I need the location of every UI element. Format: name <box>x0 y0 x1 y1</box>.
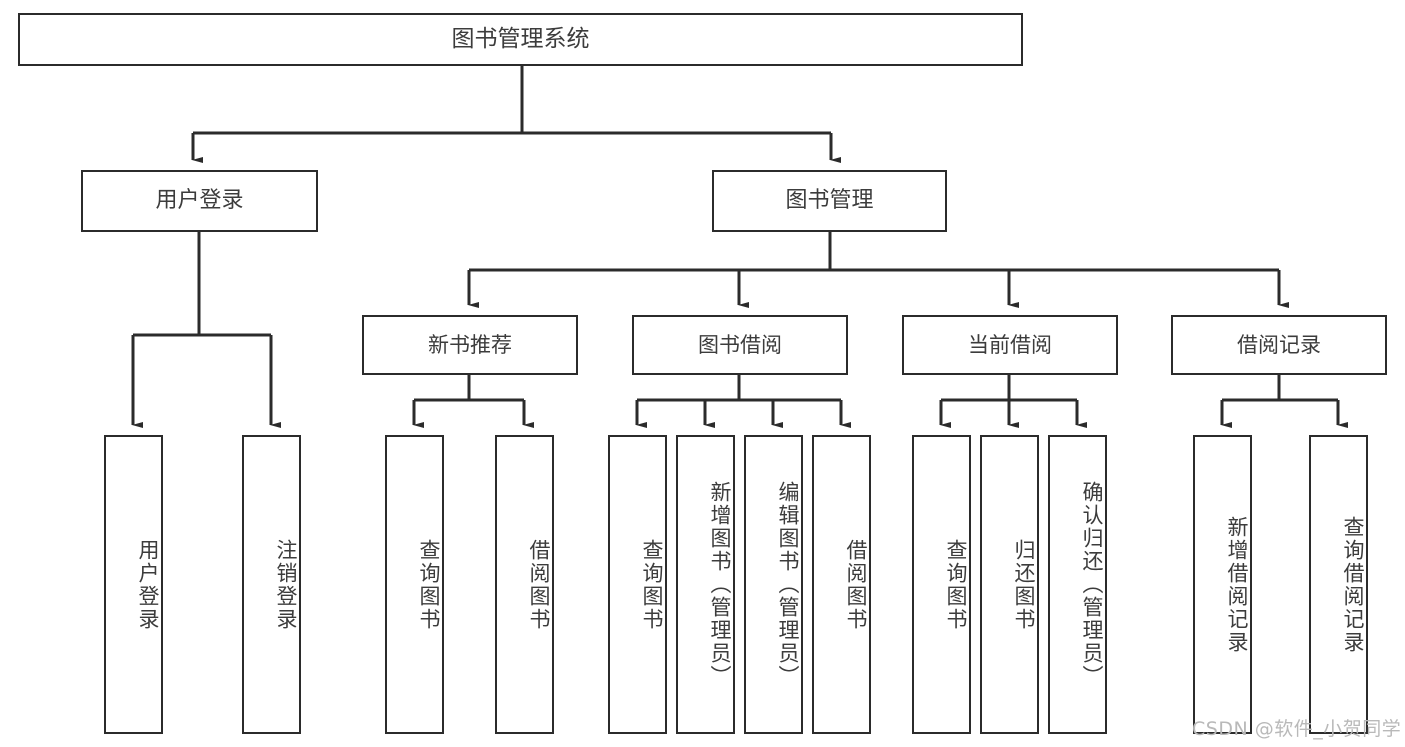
node-label: 图书借阅 <box>698 332 782 357</box>
node-label: 新书推荐 <box>428 332 512 357</box>
leaf-query-book-new-rec[interactable]: 查询图书 <box>385 435 444 734</box>
node-user-login[interactable]: 用户登录 <box>81 170 318 232</box>
node-label: 借阅图书 <box>527 538 551 631</box>
leaf-confirm-return-admin[interactable]: 确认归还（管理员） <box>1048 435 1107 734</box>
csdn-watermark: CSDN @软件_小贺同学 <box>1192 714 1401 741</box>
node-label: 查询图书 <box>417 538 441 631</box>
leaf-user-login[interactable]: 用户登录 <box>104 435 163 734</box>
node-book-borrow[interactable]: 图书借阅 <box>632 315 848 375</box>
node-current-borrow[interactable]: 当前借阅 <box>902 315 1118 375</box>
node-label: 借阅记录 <box>1237 332 1321 357</box>
node-label: 确认归还（管理员） <box>1080 481 1104 688</box>
node-label: 图书管理 <box>785 187 874 213</box>
leaf-borrow-book-new-rec[interactable]: 借阅图书 <box>495 435 554 734</box>
node-label: 当前借阅 <box>968 332 1052 357</box>
leaf-query-borrow-record[interactable]: 查询借阅记录 <box>1309 435 1368 734</box>
node-root-book-management-system[interactable]: 图书管理系统 <box>18 13 1023 66</box>
leaf-add-borrow-record[interactable]: 新增借阅记录 <box>1193 435 1252 734</box>
node-book-management[interactable]: 图书管理 <box>712 170 947 232</box>
leaf-return-book[interactable]: 归还图书 <box>980 435 1039 734</box>
node-label: 图书管理系统 <box>451 25 590 52</box>
leaf-edit-book-admin[interactable]: 编辑图书（管理员） <box>744 435 803 734</box>
node-label: 注销登录 <box>274 538 298 631</box>
leaf-logout[interactable]: 注销登录 <box>242 435 301 734</box>
node-label: 查询图书 <box>640 538 664 631</box>
node-label: 归还图书 <box>1012 538 1036 631</box>
node-label: 用户登录 <box>155 187 244 213</box>
node-label: 新增图书（管理员） <box>708 481 732 688</box>
leaf-query-book-borrow[interactable]: 查询图书 <box>608 435 667 734</box>
node-new-book-recommendation[interactable]: 新书推荐 <box>362 315 578 375</box>
node-label: 查询借阅记录 <box>1341 515 1365 654</box>
node-label: 查询图书 <box>944 538 968 631</box>
leaf-borrow-book-borrow[interactable]: 借阅图书 <box>812 435 871 734</box>
watermark-label: CSDN @软件_小贺同学 <box>1192 718 1402 740</box>
node-label: 新增借阅记录 <box>1225 515 1249 654</box>
node-borrow-record[interactable]: 借阅记录 <box>1171 315 1387 375</box>
leaf-add-book-admin[interactable]: 新增图书（管理员） <box>676 435 735 734</box>
leaf-query-book-current[interactable]: 查询图书 <box>912 435 971 734</box>
node-label: 用户登录 <box>136 538 160 631</box>
node-label: 借阅图书 <box>844 538 868 631</box>
node-label: 编辑图书（管理员） <box>776 481 800 688</box>
